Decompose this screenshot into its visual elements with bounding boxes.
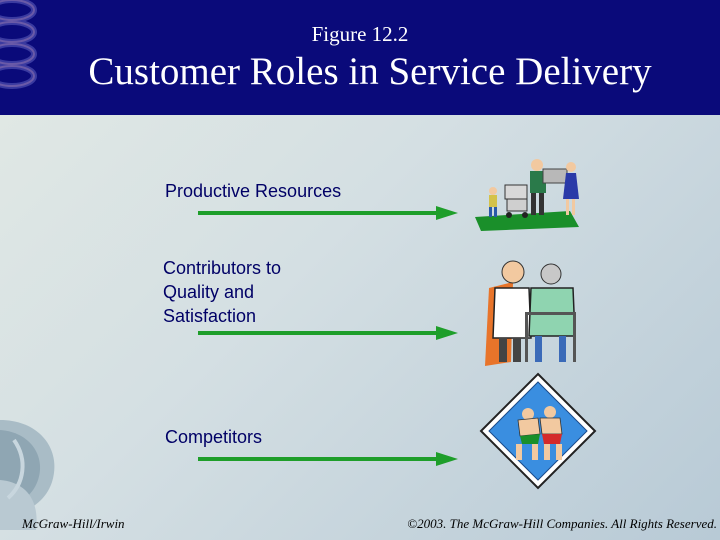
footer-copyright: ©2003. The McGraw-Hill Companies. All Ri… bbox=[407, 516, 717, 531]
arrow-right-icon bbox=[198, 206, 458, 220]
role-label-line: Competitors bbox=[165, 427, 263, 447]
swirl-decoration-icon bbox=[0, 420, 55, 530]
page-title: Customer Roles in Service Delivery bbox=[88, 50, 652, 93]
wrestlers-clipart bbox=[479, 372, 597, 490]
role-label-line: Quality and bbox=[163, 282, 255, 302]
spiral-decoration-icon bbox=[0, 0, 37, 89]
doctor-and-patient-clipart bbox=[485, 260, 576, 366]
role-label-line: Satisfaction bbox=[163, 306, 257, 326]
header-band: Figure 12.2 Customer Roles in Service De… bbox=[0, 0, 720, 115]
footer-publisher: McGraw-Hill/Irwin bbox=[22, 516, 125, 531]
role-label-productive-resources: Productive Resources bbox=[165, 179, 341, 203]
role-label-competitors: Competitors bbox=[165, 425, 262, 449]
role-label-line: Productive Resources bbox=[165, 181, 342, 201]
figure-label: Figure 12.2 bbox=[311, 22, 409, 46]
arrow-right-icon bbox=[198, 452, 458, 466]
arrow-right-icon bbox=[198, 326, 458, 340]
role-label-line: Contributors to bbox=[163, 258, 282, 278]
role-label-contributors: Contributors to Quality and Satisfaction bbox=[163, 256, 281, 328]
customers-with-shopping-carts-clipart bbox=[475, 159, 579, 231]
